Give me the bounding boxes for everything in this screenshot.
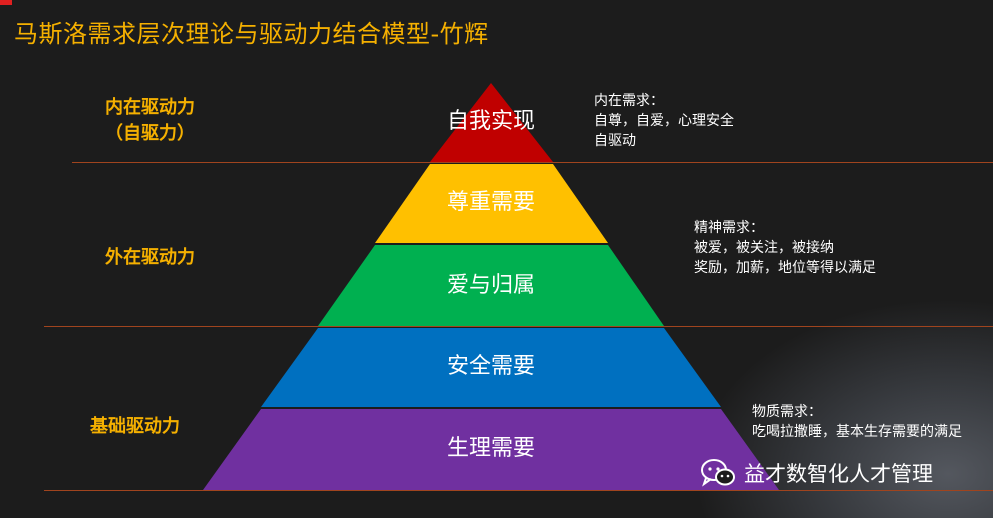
level-label-esteem: 尊重需要 bbox=[446, 190, 535, 215]
level-label-belonging: 爱与归属 bbox=[446, 273, 535, 298]
drive-base: 基础驱动力 bbox=[90, 416, 180, 437]
note-inner-line2: 自驱动 bbox=[594, 133, 636, 149]
drive-outer: 外在驱动力 bbox=[105, 247, 195, 268]
note-inner-line1: 自尊，自爱，心理安全 bbox=[594, 113, 734, 129]
drive-inner-line1: 内在驱动力 bbox=[105, 97, 195, 118]
note-inner-head: 内在需求： bbox=[594, 93, 664, 109]
level-label-self-actualization: 自我实现 bbox=[446, 109, 535, 134]
page-title: 马斯洛需求层次理论与驱动力结合模型-竹辉 bbox=[14, 20, 489, 48]
drive-inner-line2: （自驱力） bbox=[105, 123, 195, 144]
drive-inner: 内在驱动力 （自驱力） bbox=[75, 95, 225, 147]
divider-outer bbox=[44, 326, 993, 327]
note-spirit-needs: 精神需求： 被爱，被关注，被接纳 奖励，加薪，地位等得以满足 bbox=[694, 218, 876, 278]
note-material-needs: 物质需求： 吃喝拉撒睡，基本生存需要的满足 bbox=[752, 402, 962, 442]
level-label-physiological: 生理需要 bbox=[446, 436, 535, 461]
divider-bottom bbox=[44, 490, 993, 491]
pyramid-level-self-actualization bbox=[430, 83, 553, 162]
corner-accent bbox=[0, 0, 12, 5]
note-inner-needs: 内在需求： 自尊，自爱，心理安全 自驱动 bbox=[594, 91, 734, 151]
pyramid-level-physiological bbox=[203, 409, 779, 490]
wechat-icon bbox=[701, 459, 735, 487]
note-spirit-line2: 奖励，加薪，地位等得以满足 bbox=[694, 260, 876, 276]
note-material-line1: 吃喝拉撒睡，基本生存需要的满足 bbox=[752, 424, 962, 440]
level-label-safety: 安全需要 bbox=[446, 354, 535, 379]
brand-watermark: 益才数智化人才管理 bbox=[700, 458, 933, 488]
brand-name: 益才数智化人才管理 bbox=[744, 462, 933, 486]
pyramid-level-belonging bbox=[318, 245, 664, 326]
note-spirit-line1: 被爱，被关注，被接纳 bbox=[694, 240, 834, 256]
pyramid-level-safety bbox=[261, 328, 721, 407]
note-material-head: 物质需求： bbox=[752, 404, 822, 420]
note-spirit-head: 精神需求： bbox=[694, 220, 764, 236]
divider-inner bbox=[72, 162, 993, 163]
pyramid-level-esteem bbox=[375, 164, 608, 243]
